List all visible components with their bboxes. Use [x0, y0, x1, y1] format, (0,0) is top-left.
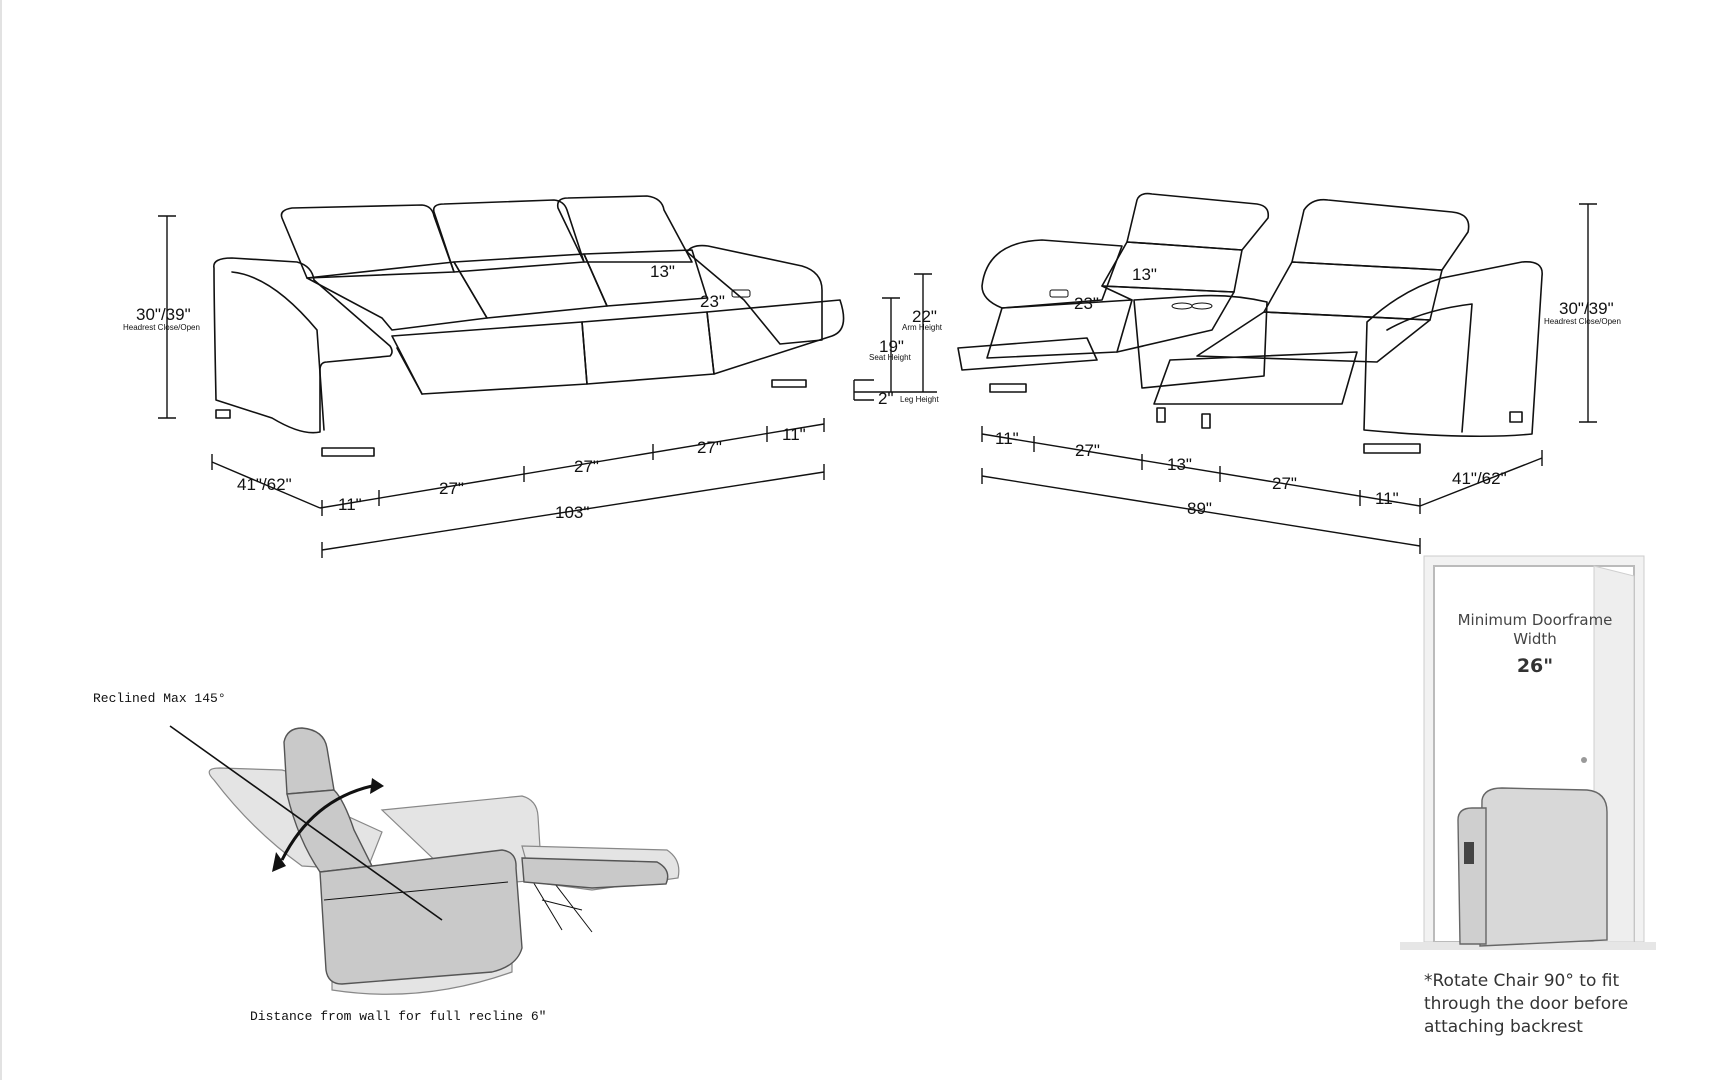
loveseat-total-width: 89": [1187, 499, 1212, 518]
recline-angle-label: Reclined Max 145°: [93, 691, 226, 706]
loveseat-seg-4: 27": [1272, 474, 1297, 493]
arm-height-label: 22": [912, 307, 937, 326]
arm-height-sub: Arm Height: [902, 323, 943, 332]
leg-height-label: 2": [878, 389, 894, 408]
loveseat-seg-5: 11": [1375, 489, 1399, 508]
loveseat-seg-3: 13": [1167, 455, 1192, 474]
loveseat-headrest-label: 13": [1132, 265, 1157, 284]
doorframe-width-value: 26": [1517, 655, 1553, 677]
doorframe-title-2: Width: [1513, 630, 1557, 648]
doorframe-title-1: Minimum Doorframe: [1458, 611, 1613, 629]
rotate-note-line-3: attaching backrest: [1424, 1017, 1583, 1037]
loveseat-seg-1: 11": [995, 429, 1019, 448]
side-height-dims: [853, 273, 937, 401]
sofa-seg-5: 11": [782, 425, 806, 444]
loveseat-height-sub: Headrest Close/Open: [1544, 317, 1621, 326]
doorframe-illustration: [1400, 555, 1656, 950]
sofa-seat-depth-label: 23": [700, 292, 725, 311]
rotate-note-line-2: through the door before: [1424, 994, 1628, 1014]
wall-distance-label: Distance from wall for full recline 6": [250, 1009, 546, 1024]
leg-height-sub: Leg Height: [900, 395, 939, 404]
rotate-note-line-1: *Rotate Chair 90° to fit: [1424, 971, 1619, 991]
sofa-drawing: [213, 195, 845, 457]
sofa-seg-2: 27": [439, 479, 464, 498]
seat-height-sub: Seat Height: [869, 353, 912, 362]
sofa-headrest-label: 13": [650, 262, 675, 281]
loveseat-seat-depth-label: 23": [1074, 294, 1099, 313]
sofa-seg-1: 11": [338, 495, 362, 514]
sofa-height-sub: Headrest Close/Open: [123, 323, 200, 332]
loveseat-height-label: 30"/39": [1559, 299, 1614, 318]
loveseat-seg-2: 27": [1075, 441, 1100, 460]
loveseat-depth-label: 41"/62": [1452, 469, 1507, 488]
sofa-height-label: 30"/39": [136, 305, 191, 324]
seat-height-label: 19": [879, 337, 904, 356]
sofa-depth-label: 41"/62": [237, 475, 292, 494]
loveseat-drawing: [957, 192, 1543, 454]
sofa-total-width: 103": [555, 503, 589, 522]
recliner-illustration: [169, 725, 680, 995]
sofa-seg-3: 27": [574, 457, 599, 476]
sofa-seg-4: 27": [697, 438, 722, 457]
